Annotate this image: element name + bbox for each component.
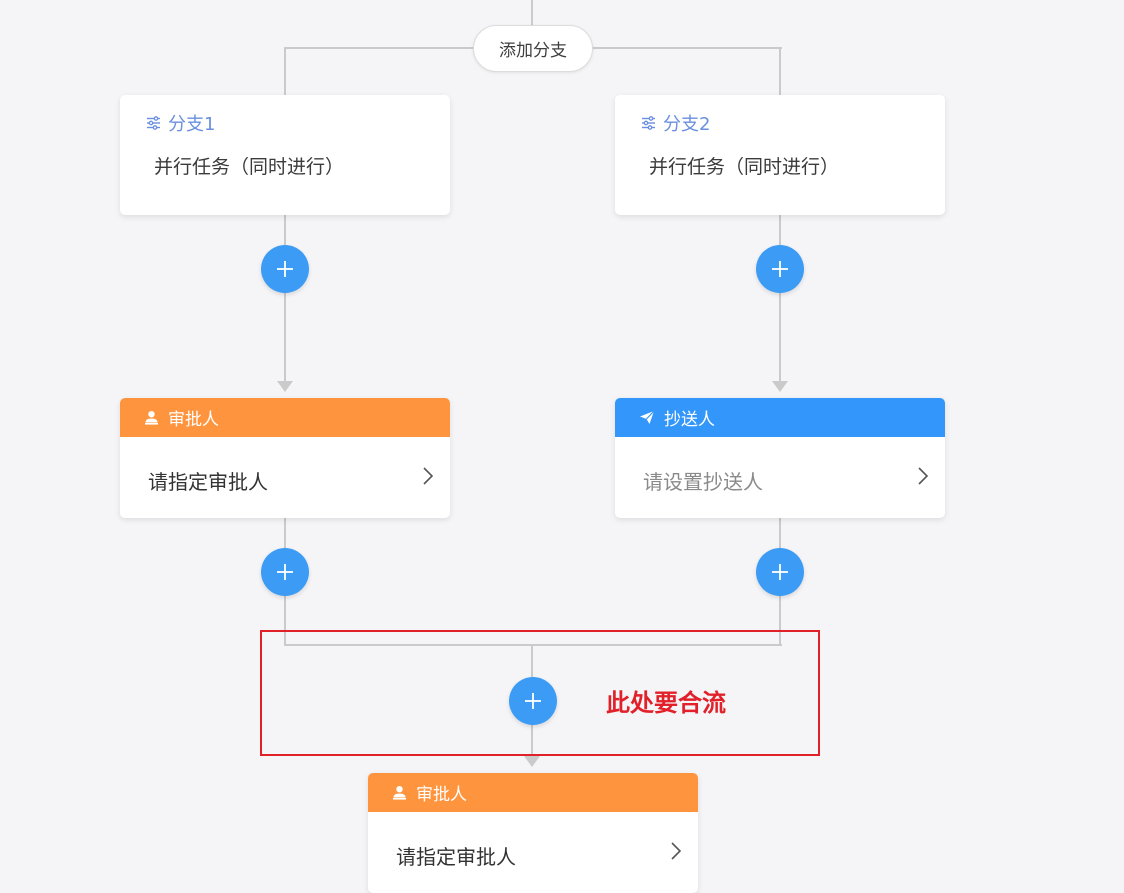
add-node-button-branch2-bottom[interactable] bbox=[756, 548, 804, 596]
user-icon bbox=[393, 786, 406, 800]
approver-card-merged-placeholder: 请指定审批人 bbox=[396, 845, 516, 869]
approver-card-title: 审批人 bbox=[168, 410, 219, 430]
merge-arrow-icon bbox=[524, 756, 540, 767]
branch-card-2-title: 分支2 bbox=[663, 114, 711, 135]
add-node-button-merge[interactable] bbox=[509, 677, 557, 725]
approver-card-branch1[interactable]: 审批人 请指定审批人 bbox=[120, 398, 450, 518]
approver-card-header: 审批人 bbox=[120, 398, 450, 437]
approver-card-body: 请指定审批人 bbox=[120, 437, 450, 518]
cc-card-title: 抄送人 bbox=[664, 410, 715, 430]
approver-card-merged-header: 审批人 bbox=[368, 773, 698, 812]
cc-card-header: 抄送人 bbox=[615, 398, 945, 437]
user-icon bbox=[145, 411, 158, 425]
add-branch-button[interactable]: 添加分支 bbox=[473, 25, 593, 72]
branch2-arrow-icon bbox=[772, 381, 788, 392]
branch-card-2-header: 分支2 bbox=[641, 110, 710, 136]
branch-card-2-desc: 并行任务（同时进行） bbox=[649, 156, 840, 178]
branch1-arrow-icon bbox=[277, 381, 293, 392]
branch1-vertical-connector bbox=[284, 215, 286, 385]
add-node-button-branch1-bottom[interactable] bbox=[261, 548, 309, 596]
merge-connector bbox=[285, 644, 782, 646]
approver-card-merged-title: 审批人 bbox=[416, 785, 467, 805]
cc-card-placeholder: 请设置抄送人 bbox=[643, 470, 763, 494]
chevron-right-icon[interactable] bbox=[670, 841, 682, 861]
approver-card-merged[interactable]: 审批人 请指定审批人 bbox=[368, 773, 698, 893]
branch-card-1[interactable]: 分支1 并行任务（同时进行） bbox=[120, 95, 450, 215]
merge-annotation-box bbox=[260, 630, 820, 756]
branch-card-1-header: 分支1 bbox=[146, 110, 215, 136]
top-connector bbox=[531, 0, 533, 25]
approver-card-placeholder: 请指定审批人 bbox=[148, 470, 268, 494]
branch1-drop-connector bbox=[284, 47, 286, 95]
plus-icon bbox=[277, 261, 293, 277]
merge-annotation-text: 此处要合流 bbox=[606, 689, 726, 717]
plus-icon bbox=[525, 693, 541, 709]
add-node-button-branch1-top[interactable] bbox=[261, 245, 309, 293]
approver-card-merged-body: 请指定审批人 bbox=[368, 812, 698, 893]
chevron-right-icon[interactable] bbox=[422, 466, 434, 486]
branch-card-1-desc: 并行任务（同时进行） bbox=[154, 156, 345, 178]
sliders-icon bbox=[147, 116, 160, 130]
plus-icon bbox=[772, 261, 788, 277]
send-icon bbox=[640, 410, 655, 424]
branch-card-2[interactable]: 分支2 并行任务（同时进行） bbox=[615, 95, 945, 215]
chevron-right-icon[interactable] bbox=[917, 466, 929, 486]
plus-icon bbox=[772, 564, 788, 580]
sliders-icon bbox=[642, 116, 655, 130]
cc-card-body: 请设置抄送人 bbox=[615, 437, 945, 518]
add-node-button-branch2-top[interactable] bbox=[756, 245, 804, 293]
branch-card-1-title: 分支1 bbox=[168, 114, 216, 135]
plus-icon bbox=[277, 564, 293, 580]
branch2-drop-connector bbox=[779, 47, 781, 95]
cc-card-branch2[interactable]: 抄送人 请设置抄送人 bbox=[615, 398, 945, 518]
branch2-vertical-connector bbox=[779, 215, 781, 385]
